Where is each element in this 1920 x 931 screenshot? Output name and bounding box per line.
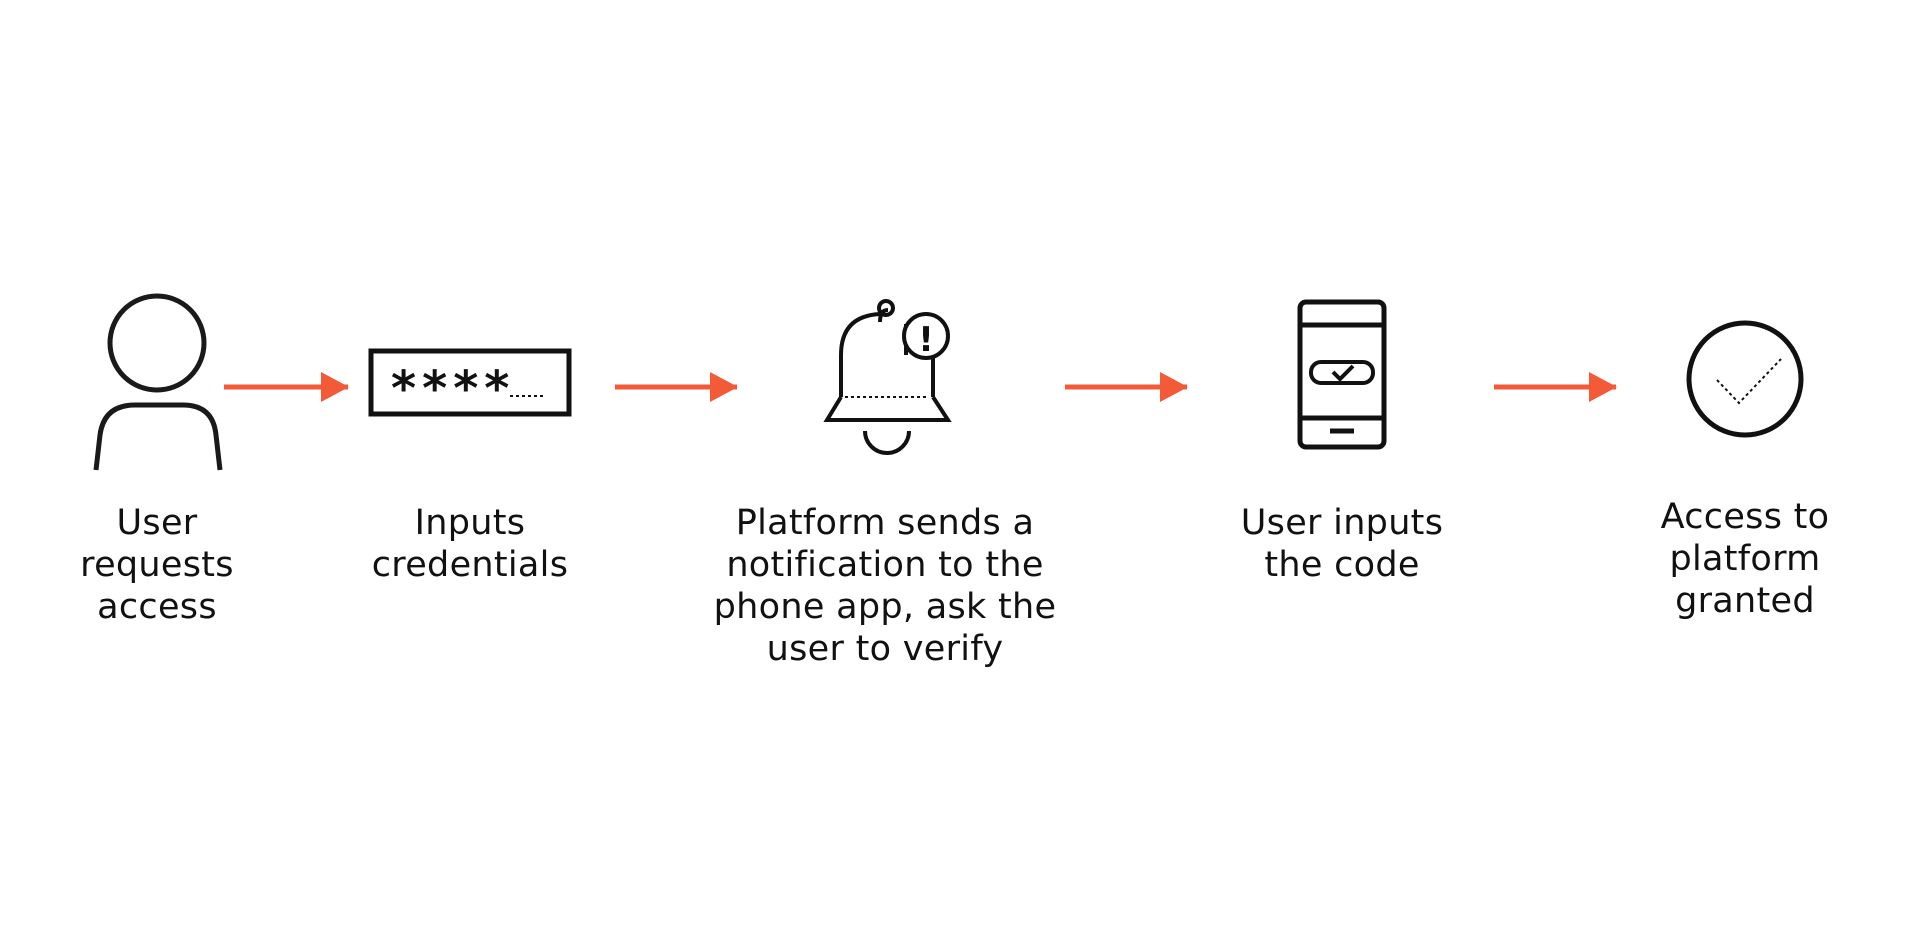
step-label-user-inputs-code: User inputs the code (1240, 503, 1444, 585)
bell-alert-icon: ! (823, 299, 952, 455)
step-label-platform-sends-notification: Platform sends a notification to the pho… (713, 503, 1057, 669)
bell-alert-badge-text: ! (918, 320, 934, 360)
password-field-icon: **** (368, 348, 572, 417)
step-label-inputs-credentials: Inputs credentials (371, 503, 569, 585)
password-mask-text: **** (391, 361, 515, 417)
phone-check-icon (1297, 299, 1387, 450)
step-label-user-requests-access: User requests access (80, 503, 234, 627)
step-label-access-granted: Access to platform granted (1660, 497, 1830, 621)
check-circle-icon (1686, 320, 1804, 438)
user-icon (93, 293, 223, 471)
